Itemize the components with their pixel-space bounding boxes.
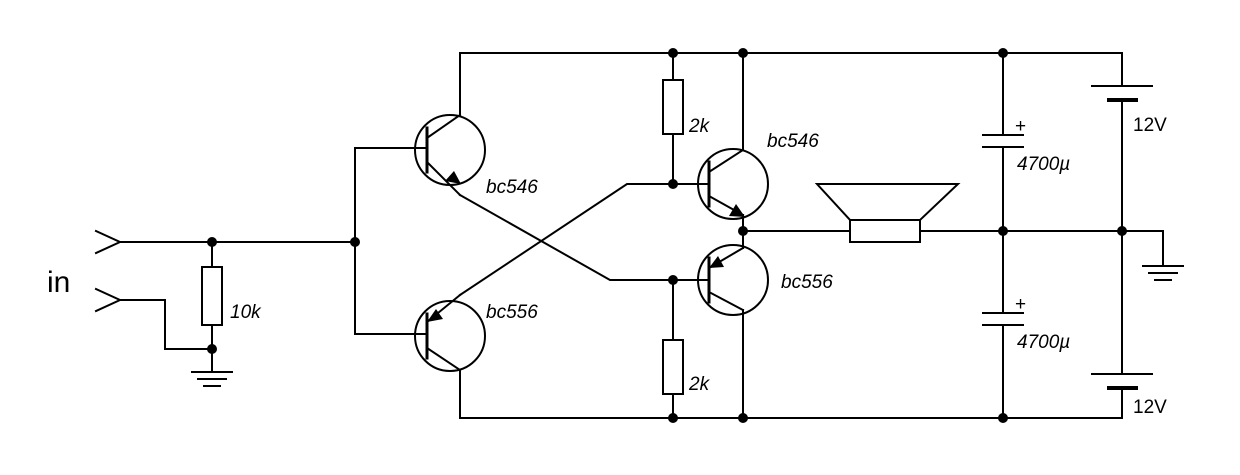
driver-npn-transistor xyxy=(414,113,486,197)
base-resistor-top-label: 2k xyxy=(688,116,711,137)
battery-top-label: 12V xyxy=(1133,115,1167,136)
input-label: in xyxy=(47,266,70,299)
output-pnp-label: bc556 xyxy=(781,272,833,293)
output-npn-label: bc546 xyxy=(767,131,819,152)
capacitor-top-polarity: + xyxy=(1015,116,1026,137)
battery-bottom-label: 12V xyxy=(1133,397,1167,418)
output-npn-transistor xyxy=(696,148,769,220)
capacitor-bottom-polarity: + xyxy=(1015,294,1026,315)
capacitor-bottom-label: 4700µ xyxy=(1017,332,1070,353)
input-resistor xyxy=(201,266,223,326)
base-resistor-bottom xyxy=(662,339,684,395)
driver-npn-label: bc546 xyxy=(486,177,538,198)
capacitor-bottom xyxy=(982,312,1024,326)
input-resistor-label: 10k xyxy=(230,302,262,323)
battery-bottom xyxy=(1091,373,1153,390)
driver-pnp-transistor xyxy=(414,293,486,372)
output-pnp-transistor xyxy=(696,244,769,316)
junction-dots xyxy=(207,48,1127,423)
base-resistor-top xyxy=(662,79,684,135)
ground-symbol-output xyxy=(1142,265,1184,281)
driver-pnp-label: bc556 xyxy=(486,302,538,323)
ground-symbol-input xyxy=(191,371,233,387)
capacitor-top xyxy=(982,134,1024,148)
input-terminals xyxy=(94,229,123,313)
capacitor-top-label: 4700µ xyxy=(1017,154,1070,175)
base-resistor-bottom-label: 2k xyxy=(688,374,711,395)
battery-top xyxy=(1091,85,1153,102)
speaker-symbol xyxy=(814,183,961,243)
wires xyxy=(119,52,1164,419)
